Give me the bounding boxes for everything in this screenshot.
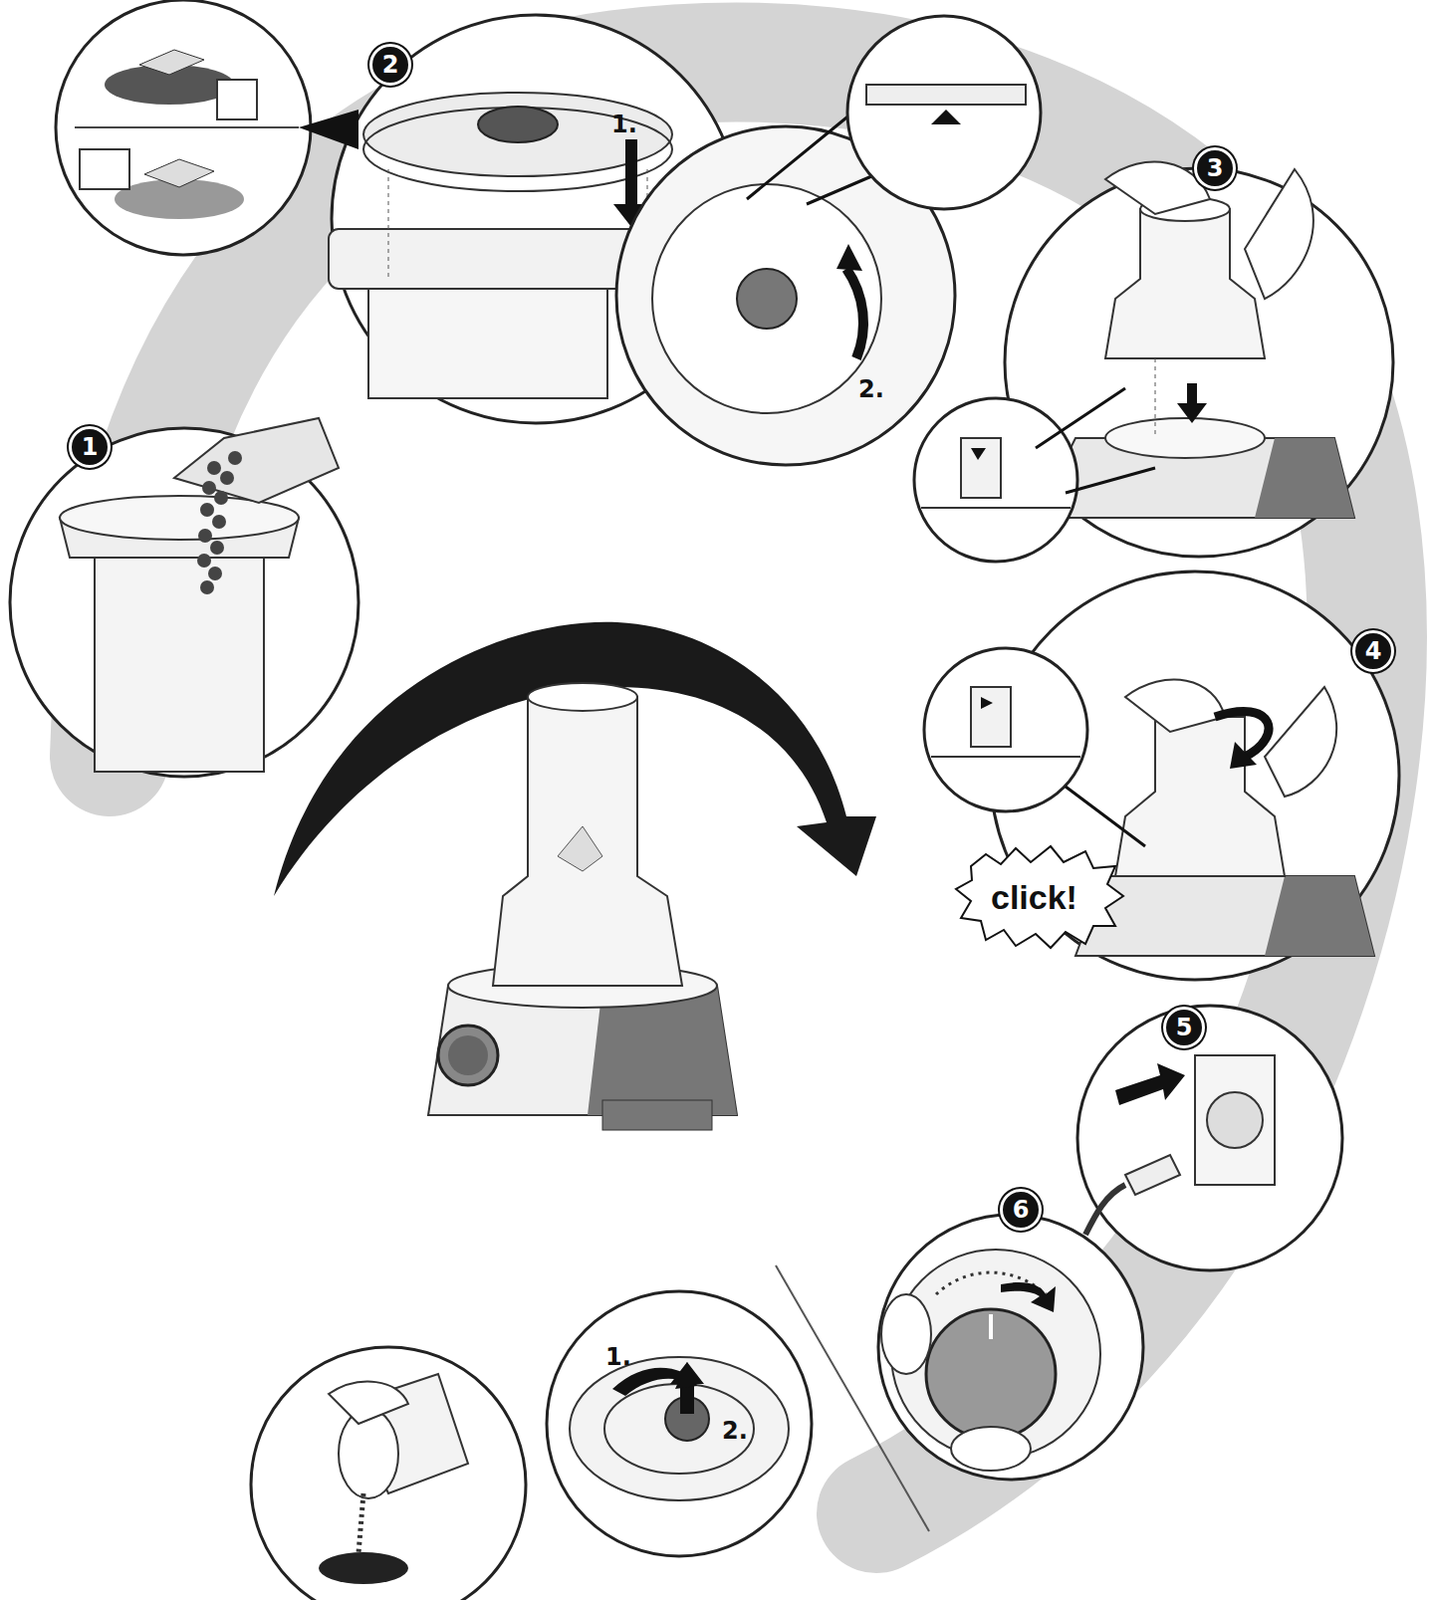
callout-number: 6 <box>999 1189 1042 1231</box>
empty-jar-scene <box>250 1347 526 1600</box>
step4-inset <box>924 648 1146 847</box>
sub-step-number: 2. <box>858 376 885 403</box>
step1-scene <box>9 418 359 777</box>
callout-number: 4 <box>1352 630 1395 673</box>
callout-number: 3 <box>1193 147 1236 190</box>
click-starburst <box>955 846 1124 949</box>
callout-number: 2 <box>369 43 412 86</box>
unlock-lid-scene <box>546 1291 812 1557</box>
step6-scene <box>878 1214 1144 1480</box>
step3-inset <box>914 388 1156 562</box>
step5-scene <box>1077 1005 1343 1271</box>
sub-step-number: 2. <box>721 1418 748 1444</box>
sub-step-number: 1. <box>605 1344 632 1371</box>
grinder-appliance <box>428 683 737 1131</box>
sub-step-number: 1. <box>611 111 638 138</box>
alignment-mark-zoom <box>847 15 1041 210</box>
click-text: click! <box>990 878 1078 917</box>
swirl-band <box>109 62 1368 1514</box>
blade-variants-inset <box>55 0 359 255</box>
callout-number: 1 <box>68 426 111 469</box>
callout-number: 5 <box>1163 1006 1205 1049</box>
